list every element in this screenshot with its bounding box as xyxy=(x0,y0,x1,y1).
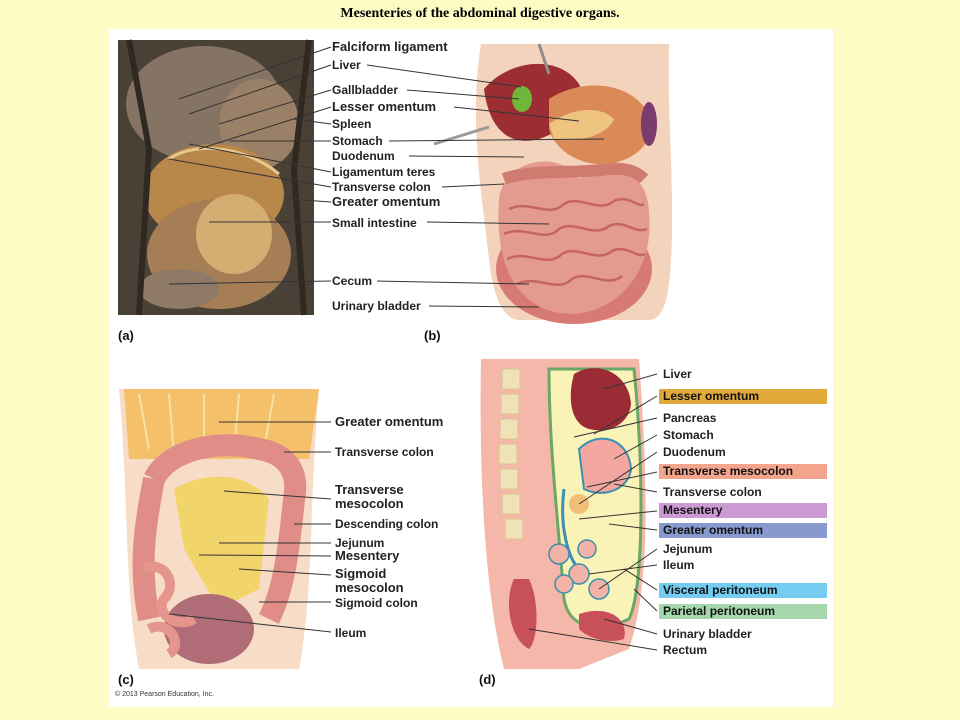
copyright: © 2013 Pearson Education, Inc. xyxy=(115,691,214,698)
label-urinary-bladder-b: Urinary bladder xyxy=(332,299,421,313)
tag-visceral-peritoneum: Visceral peritoneum xyxy=(659,583,827,598)
label-greater-omentum-b: Greater omentum xyxy=(332,194,441,209)
label-lesser-omentum-b: Lesser omentum xyxy=(332,99,437,114)
label-liver-d: Liver xyxy=(663,367,692,381)
label-greater-omentum-c: Greater omentum xyxy=(335,414,444,429)
label-spleen: Spleen xyxy=(332,117,372,131)
label-transverse-colon-d: Transverse colon xyxy=(663,485,762,499)
figure-artwork xyxy=(118,39,673,669)
label-transverse-colon-c: Transverse colon xyxy=(335,445,434,459)
page-title: Mesenteries of the abdominal digestive o… xyxy=(340,6,620,21)
tag-transverse-mesocolon: Transverse mesocolon xyxy=(659,464,827,479)
label-transverse-mesocolon-c-1: Transverse xyxy=(335,482,404,497)
label-gallbladder: Gallbladder xyxy=(332,83,399,97)
label-ligamentum-teres: Ligamentum teres xyxy=(332,165,436,179)
label-sigmoid-colon: Sigmoid colon xyxy=(335,596,418,610)
label-transverse-colon-b: Transverse colon xyxy=(332,180,431,194)
torso-illustration xyxy=(433,43,673,324)
label-falciform-ligament: Falciform ligament xyxy=(332,39,448,54)
leader-lines-c xyxy=(168,421,332,633)
label-small-intestine: Small intestine xyxy=(332,216,417,230)
label-ileum-c: Ileum xyxy=(335,626,367,640)
label-urinary-bladder-d: Urinary bladder xyxy=(663,627,752,641)
panel-label-b: (b) xyxy=(424,328,441,343)
tag-parietal-peritoneum: Parietal peritoneum xyxy=(659,604,827,619)
label-transverse-mesocolon-c-2: mesocolon xyxy=(335,496,404,511)
panel-label-c: (c) xyxy=(118,672,134,687)
leader-lines-ab xyxy=(168,46,605,308)
tag-greater-omentum: Greater omentum xyxy=(659,523,827,538)
label-cecum: Cecum xyxy=(332,274,373,288)
label-jejunum-d: Jejunum xyxy=(663,542,713,556)
label-stomach-b: Stomach xyxy=(332,134,383,148)
label-rectum: Rectum xyxy=(663,643,708,657)
tag-lesser-omentum: Lesser omentum xyxy=(659,389,827,404)
label-stomach-d: Stomach xyxy=(663,428,714,442)
label-jejunum-c: Jejunum xyxy=(335,536,385,550)
label-duodenum-d: Duodenum xyxy=(663,445,726,459)
label-sigmoid-mesocolon-c-1: Sigmoid xyxy=(335,566,387,581)
sagittal-section xyxy=(480,359,646,669)
label-descending-colon: Descending colon xyxy=(335,517,439,531)
label-mesentery-c: Mesentery xyxy=(335,548,400,563)
label-liver-b: Liver xyxy=(332,58,361,72)
figure-panel: Falciform ligament Liver Gallbladder Les… xyxy=(109,29,833,707)
tag-mesentery: Mesentery xyxy=(659,503,827,518)
panel-label-a: (a) xyxy=(118,328,134,343)
label-sigmoid-mesocolon-c-2: mesocolon xyxy=(335,580,404,595)
leader-lines-d xyxy=(528,373,658,651)
label-duodenum-b: Duodenum xyxy=(332,149,395,163)
label-pancreas: Pancreas xyxy=(663,411,717,425)
label-ileum-d: Ileum xyxy=(663,558,695,572)
panel-label-d: (d) xyxy=(479,672,496,687)
